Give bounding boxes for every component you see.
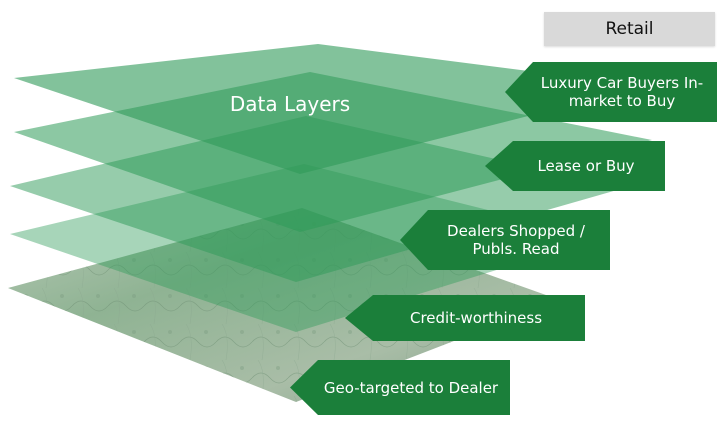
data-layers-title: Data Layers [229,92,351,116]
callout-label: Luxury Car Buyers In-market to Buy [540,74,704,110]
callout-luxury-car-buyers: Luxury Car Buyers In-market to Buy [505,62,717,122]
retail-badge: Retail [544,12,715,46]
callout-dealers-shopped: Dealers Shopped / Publs. Read [400,210,610,270]
callout-label: Lease or Buy [537,157,635,175]
callout-geo-targeted: Geo-targeted to Dealer [290,360,510,415]
callout-lease-or-buy: Lease or Buy [485,141,665,191]
callout-label: Credit-worthiness [409,309,543,327]
callout-label: Geo-targeted to Dealer [323,378,499,397]
callout-label: Dealers Shopped / Publs. Read [447,222,585,258]
callout-credit-worthiness: Credit-worthiness [345,295,585,341]
data-layer-1 [14,44,646,174]
